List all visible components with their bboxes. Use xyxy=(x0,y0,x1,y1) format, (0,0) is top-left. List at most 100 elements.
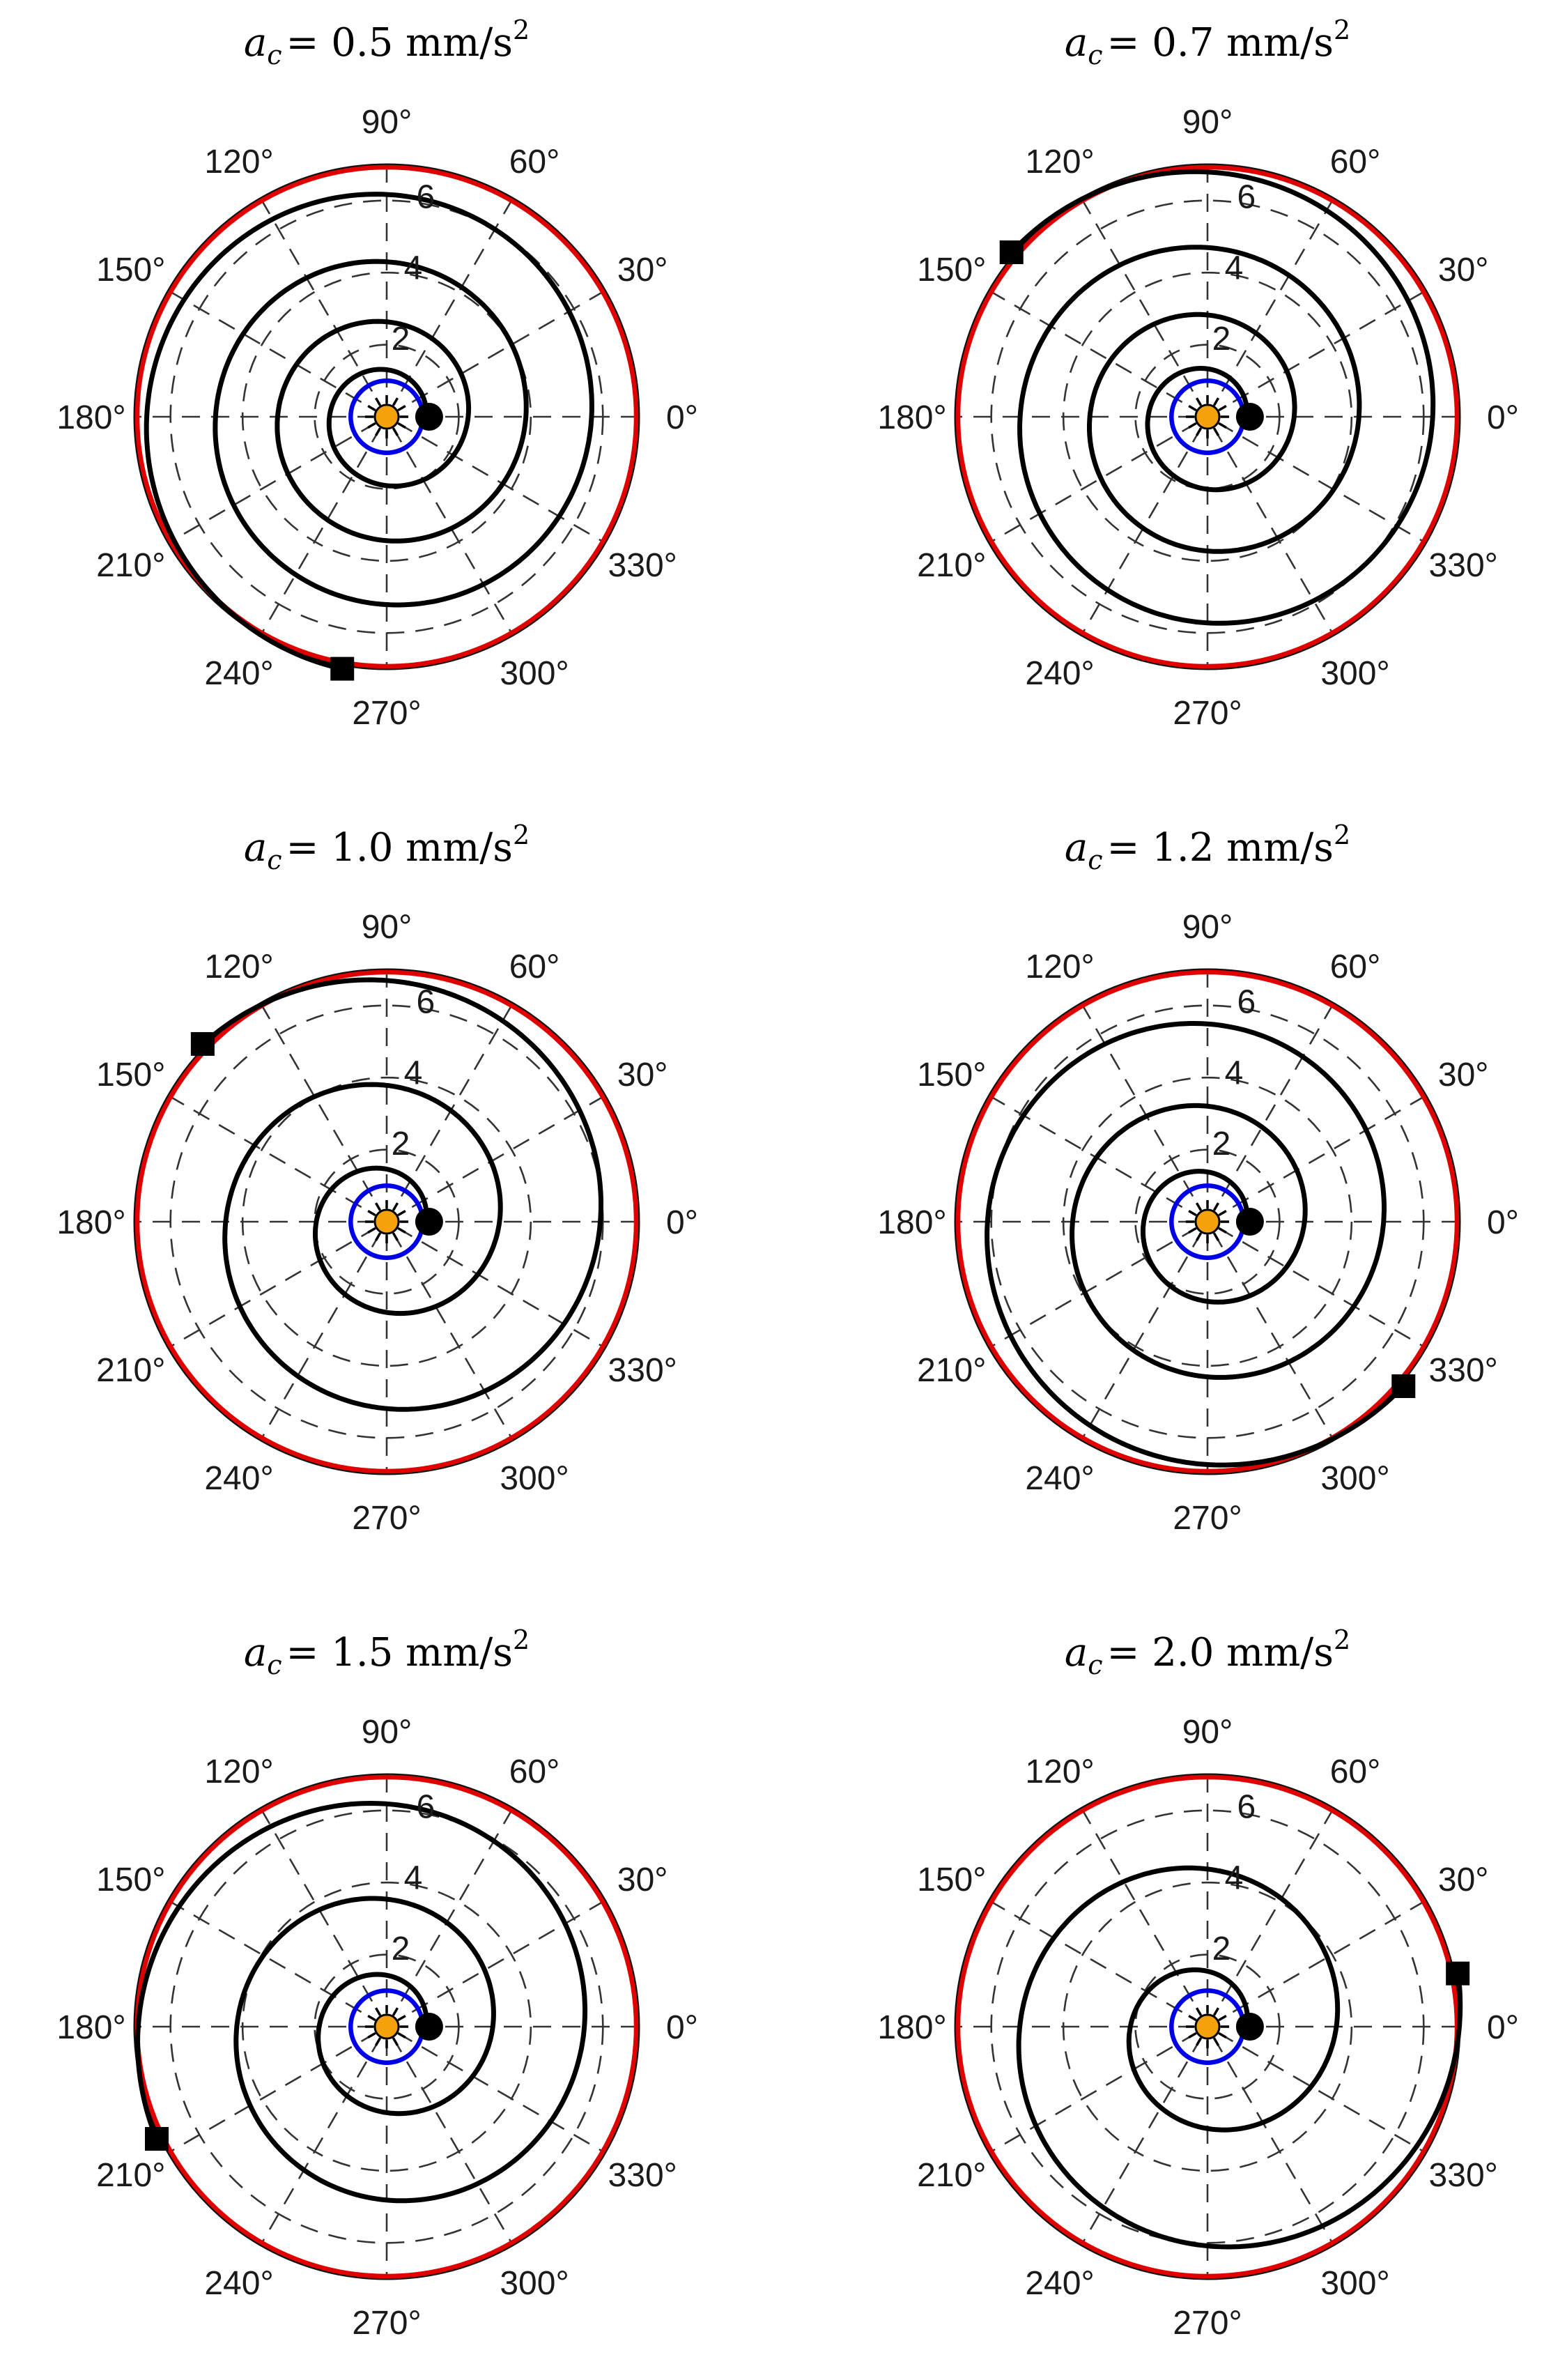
title-exponent: 2 xyxy=(513,820,530,850)
circular-gridline xyxy=(1062,1076,1353,1367)
sun-ray xyxy=(1195,397,1202,406)
sun-ray xyxy=(392,1232,399,1241)
sun-ray xyxy=(392,2007,399,2016)
radial-tick-label: 2 xyxy=(392,321,410,358)
theta-tick-label: 330° xyxy=(1429,2157,1498,2194)
panel-title: ac= 1.5 mm/s2 xyxy=(244,1625,530,1680)
polar-panel-3: ac= 1.0 mm/s20°30°60°90°120°150°180°210°… xyxy=(56,820,698,1537)
theta-tick-label: 300° xyxy=(1320,2265,1389,2302)
sun-ray xyxy=(374,2007,381,2016)
title-exponent: 2 xyxy=(1334,15,1350,45)
circular-gridline xyxy=(990,1004,1425,1439)
title-exponent: 2 xyxy=(1334,1625,1350,1655)
circular-gridline xyxy=(1134,1953,1281,2100)
theta-tick-label: 180° xyxy=(56,399,125,436)
sun-marker xyxy=(373,2013,400,2040)
theta-tick-label: 240° xyxy=(204,1460,273,1497)
polar-outer-boundary xyxy=(954,968,1461,1475)
radial-tick-label: 2 xyxy=(392,1126,410,1162)
theta-tick-label: 240° xyxy=(1025,2265,1094,2302)
departure-marker xyxy=(1235,2013,1264,2041)
theta-tick-label: 30° xyxy=(1438,1057,1489,1093)
circular-gridline xyxy=(314,344,460,490)
theta-tick-label: 210° xyxy=(96,1352,165,1389)
theta-tick-label: 0° xyxy=(666,399,698,436)
theta-tick-label: 240° xyxy=(204,2265,273,2302)
sun-marker xyxy=(1194,2013,1221,2040)
theta-tick-label: 210° xyxy=(917,2157,986,2194)
theta-tick-label: 150° xyxy=(917,1057,986,1093)
theta-tick-label: 120° xyxy=(1025,1753,1094,1790)
theta-tick-label: 300° xyxy=(1320,1460,1389,1497)
polar-panel-4: ac= 1.2 mm/s20°30°60°90°120°150°180°210°… xyxy=(877,820,1519,1537)
title-variable: a xyxy=(244,825,267,870)
radial-tick-label: 4 xyxy=(1225,249,1244,286)
polar-outer-boundary xyxy=(954,163,1461,670)
theta-tick-label: 300° xyxy=(500,2265,569,2302)
circular-gridline xyxy=(169,199,604,634)
theta-tick-label: 60° xyxy=(509,144,560,181)
polar-outer-boundary xyxy=(133,1773,640,2280)
polar-panel-5: ac= 1.5 mm/s20°30°60°90°120°150°180°210°… xyxy=(56,1625,698,2342)
sun-ray xyxy=(1213,1202,1220,1211)
theta-tick-label: 210° xyxy=(917,1352,986,1389)
theta-tick-label: 150° xyxy=(917,1861,986,1898)
theta-tick-label: 30° xyxy=(1438,252,1489,289)
sun-ray xyxy=(392,397,399,406)
sun-ray xyxy=(367,2014,376,2021)
theta-tick-label: 330° xyxy=(1429,547,1498,584)
circular-gridline xyxy=(241,1881,532,2172)
arrival-marker xyxy=(190,1031,215,1056)
title-value: = 0.7 mm/s xyxy=(1107,20,1334,66)
target-orbit-circle xyxy=(955,969,1460,1474)
sun-ray xyxy=(397,1209,406,1216)
title-subscript: c xyxy=(267,40,281,70)
sun-ray xyxy=(392,1202,399,1211)
target-orbit-circle xyxy=(955,164,1460,669)
theta-tick-label: 270° xyxy=(352,1500,421,1537)
title-subscript: c xyxy=(1088,40,1102,70)
circular-gridline xyxy=(990,199,1425,634)
theta-tick-label: 90° xyxy=(1182,104,1233,141)
theta-tick-label: 240° xyxy=(204,655,273,692)
sun-ray xyxy=(1188,422,1197,429)
panel-title: ac= 1.2 mm/s2 xyxy=(1065,820,1350,875)
circular-gridline xyxy=(241,271,532,562)
theta-tick-label: 120° xyxy=(1025,949,1094,985)
title-variable: a xyxy=(1065,20,1088,66)
sun-ray xyxy=(1188,404,1197,411)
sun-ray xyxy=(392,2037,399,2046)
sun-marker xyxy=(373,1208,400,1235)
sun-ray xyxy=(374,397,381,406)
theta-tick-label: 90° xyxy=(362,909,412,946)
sun-ray xyxy=(1213,2037,1220,2046)
polar-outer-boundary xyxy=(133,163,640,670)
title-value: = 1.0 mm/s xyxy=(286,825,513,870)
theta-tick-label: 60° xyxy=(509,949,560,985)
theta-tick-label: 90° xyxy=(1182,909,1233,946)
sun-marker xyxy=(373,404,400,430)
sun-marker xyxy=(1194,404,1221,430)
circular-gridline xyxy=(241,1076,532,1367)
theta-tick-label: 150° xyxy=(917,252,986,289)
title-subscript: c xyxy=(267,845,281,875)
theta-tick-label: 300° xyxy=(500,1460,569,1497)
sun-ray xyxy=(367,1227,376,1234)
trajectory-spiral xyxy=(985,1021,1407,1468)
circular-gridline xyxy=(1062,271,1353,562)
theta-tick-label: 90° xyxy=(1182,1714,1233,1751)
sun-ray xyxy=(397,422,406,429)
theta-tick-label: 90° xyxy=(362,1714,412,1751)
radial-tick-label: 4 xyxy=(1225,1859,1244,1896)
radial-tick-label: 2 xyxy=(1212,1930,1231,1967)
panel-title: ac= 1.0 mm/s2 xyxy=(244,820,530,875)
circular-gridline xyxy=(314,1149,460,1295)
sun-ray xyxy=(1188,1227,1197,1234)
theta-tick-label: 150° xyxy=(96,252,165,289)
theta-tick-label: 120° xyxy=(204,949,273,985)
theta-tick-label: 270° xyxy=(352,695,421,732)
title-subscript: c xyxy=(267,1650,281,1680)
radial-tick-label: 2 xyxy=(1212,1126,1231,1162)
sun-ray xyxy=(374,1202,381,1211)
